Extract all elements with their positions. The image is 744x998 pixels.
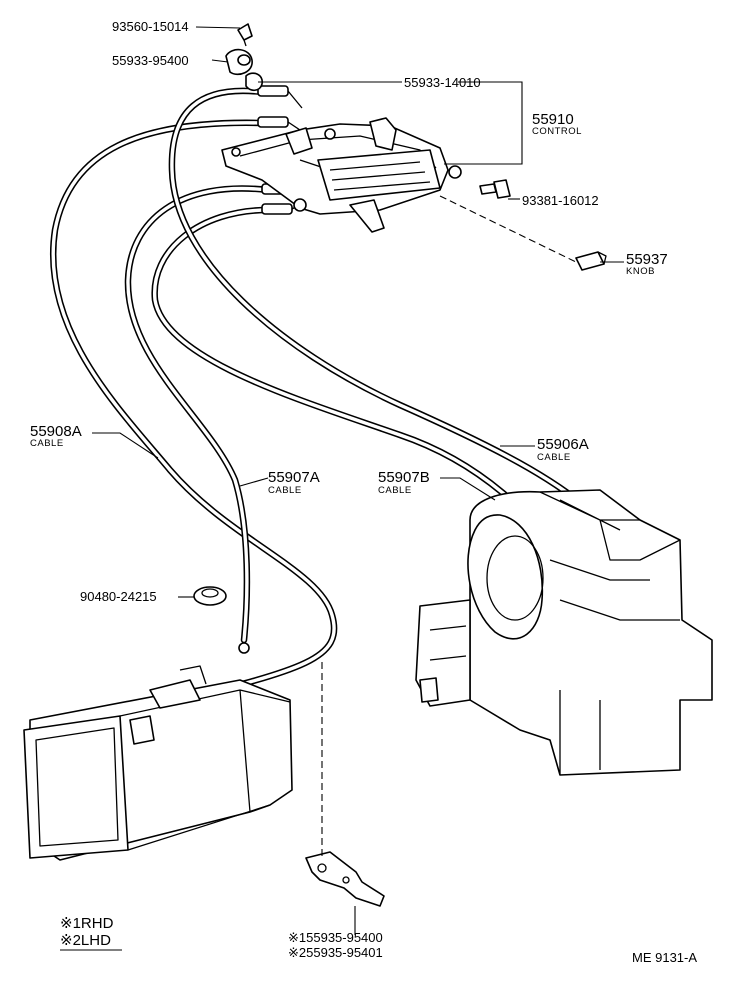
control-assembly	[221, 117, 462, 233]
grommet-90480-icon	[193, 586, 227, 606]
part-name-cable-d: CABLE	[378, 485, 412, 496]
part-name-knob: KNOB	[626, 266, 655, 277]
dashed-guides	[321, 195, 577, 858]
part-label-lever-lhd: ※255935-95401	[288, 945, 383, 960]
part-label-55933-14010: 55933-14010	[404, 75, 481, 90]
part-name-cable-b: CABLE	[537, 452, 571, 463]
part-label-55937: 55937	[626, 251, 668, 268]
clamp-55933-14010-icon	[245, 72, 263, 92]
part-label-90480: 90480-24215	[80, 589, 157, 604]
part-label-lever-rhd: ※155935-95400	[288, 930, 383, 945]
leader-lines	[60, 26, 624, 951]
part-label-55907b: 55907B	[378, 469, 430, 486]
heater-unit	[415, 489, 713, 776]
knob-55937-icon	[575, 251, 607, 271]
part-name-cable-c: CABLE	[268, 485, 302, 496]
diagram-code: ME 9131-A	[632, 950, 697, 965]
cable-55907a	[124, 185, 272, 644]
legend-rhd: ※1RHD	[60, 915, 114, 932]
part-label-93560: 93560-15014	[112, 19, 189, 34]
part-name-cable-a: CABLE	[30, 438, 64, 449]
screw-93381-icon	[479, 179, 511, 199]
part-label-55910: 55910	[532, 111, 574, 128]
clamp-55933-95400-icon	[225, 48, 253, 76]
air-duct	[23, 665, 293, 861]
part-label-55906a: 55906A	[537, 436, 589, 453]
legend-lhd: ※2LHD	[60, 932, 111, 949]
lever-55935	[305, 851, 385, 907]
cable-55908a	[50, 119, 338, 709]
part-label-55908a: 55908A	[30, 423, 82, 440]
part-label-93381: 93381-16012	[522, 193, 599, 208]
part-label-55933-95400: 55933-95400	[112, 53, 189, 68]
part-name-control: CONTROL	[532, 126, 582, 137]
part-label-55907a: 55907A	[268, 469, 320, 486]
clip-93560-icon	[237, 23, 253, 47]
